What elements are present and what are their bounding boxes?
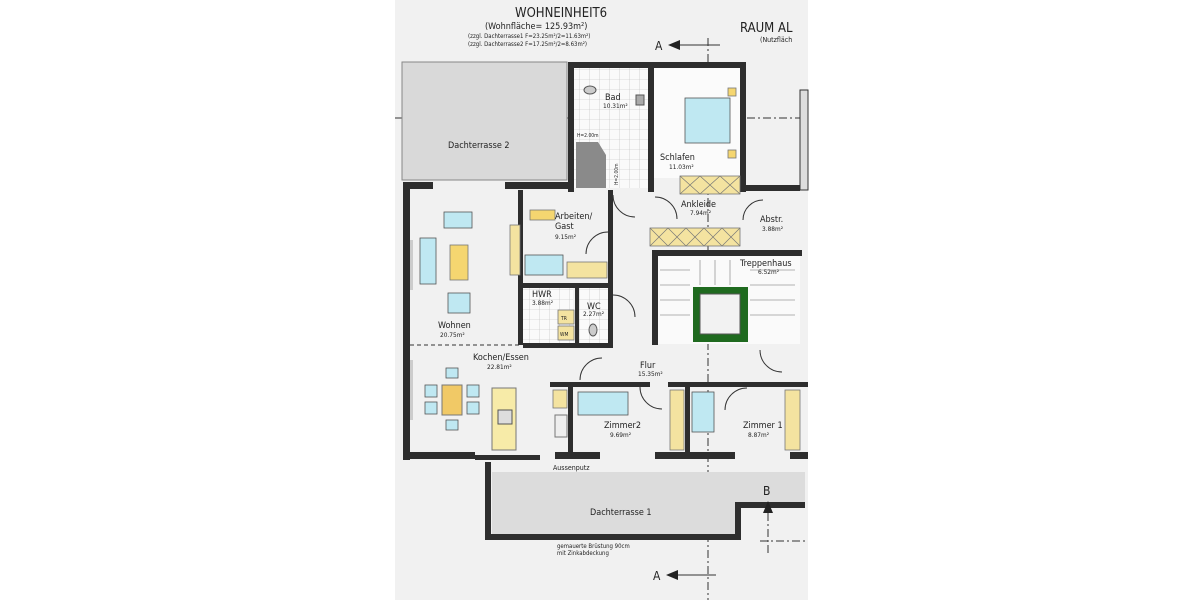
- room-area: 22.81m²: [487, 363, 512, 371]
- wardrobe: [679, 175, 741, 195]
- room-name: Dachterrasse 1: [590, 508, 652, 518]
- right-title: RAUM AL: [740, 21, 793, 36]
- room-name: Dachterrasse 2: [448, 141, 510, 151]
- room-area: 3.88m²: [532, 299, 553, 307]
- section-b-label: B: [763, 484, 770, 498]
- coffee-table: [449, 244, 469, 281]
- dryer-label: TR: [560, 316, 567, 322]
- dachterrasse-1: [492, 472, 735, 534]
- room-area: 9.15m²: [555, 233, 576, 241]
- room-area: 20.75m²: [440, 331, 465, 339]
- room-area: 10.31m²: [603, 102, 628, 110]
- shower: [576, 142, 606, 188]
- room-area: 3.88m²: [762, 225, 783, 233]
- section-arrow-icon: [668, 40, 680, 50]
- height-note: H=2.00m: [614, 163, 620, 185]
- room-area: 7.94m²: [690, 209, 711, 217]
- bed: [691, 391, 715, 433]
- room-name: Schlafen: [660, 153, 695, 163]
- height-note: H=2.00m: [577, 133, 599, 139]
- cooktop-icon: [497, 409, 513, 425]
- sink-icon: [635, 94, 645, 106]
- section-arrow-icon: [666, 570, 678, 580]
- room-area: 8.87m²: [748, 431, 769, 439]
- room-name: Treppenhaus: [739, 259, 792, 269]
- outer-wall-left: [403, 182, 410, 460]
- toilet-icon: [583, 85, 597, 95]
- terrace1-note: (zzgl. Dachterrasse1 F=23.25m²/2=11.63m²…: [468, 33, 590, 40]
- wardrobe: [649, 227, 741, 247]
- right-subtitle: (Nutzfläch: [760, 36, 792, 44]
- room-name: HWR: [532, 290, 552, 300]
- room-name: Arbeiten/: [555, 212, 593, 222]
- room-area: 6.52m²: [758, 268, 779, 276]
- dining-table: [424, 367, 480, 431]
- section-arrow-icon: [763, 501, 773, 513]
- room-name-line2: Gast: [555, 222, 574, 232]
- parapet-note: mit Zinkabdeckung: [557, 550, 609, 557]
- bed: [684, 97, 731, 144]
- room-area: 15.35m²: [638, 370, 663, 378]
- room-name: Ankleide: [681, 200, 716, 210]
- room-name: Bad: [605, 93, 621, 103]
- section-a-bottom-label: A: [653, 569, 661, 583]
- aussenputz-label: Aussenputz: [553, 464, 590, 472]
- unit-title: WOHNEINHEIT6: [515, 6, 607, 21]
- washer-label: WM: [560, 332, 568, 338]
- parapet-note: gemauerte Brüstung 90cm: [557, 543, 630, 550]
- unit-area: (Wohnfläche= 125.93m²): [485, 22, 587, 32]
- terrace2-note: (zzgl. Dachterrasse2 F=17.25m²/2=8.63m²): [468, 41, 587, 48]
- bed: [577, 391, 629, 416]
- room-name: Zimmer 1: [743, 421, 783, 431]
- section-a-top-label: A: [655, 39, 663, 53]
- dachterrasse-2: [401, 61, 568, 181]
- room-name: WC: [587, 302, 601, 312]
- outer-wall-bottom: [403, 452, 475, 459]
- room-name: Kochen/Essen: [473, 353, 529, 363]
- room-area: 2.27m²: [583, 310, 604, 318]
- room-area: 9.69m²: [610, 431, 631, 439]
- room-name: Wohnen: [438, 321, 471, 331]
- room-name: Zimmer2: [604, 421, 641, 431]
- room-area: 11.03m²: [669, 163, 694, 171]
- room-name: Flur: [640, 361, 656, 371]
- toilet-icon: [588, 323, 598, 337]
- room-name: Abstr.: [760, 215, 783, 225]
